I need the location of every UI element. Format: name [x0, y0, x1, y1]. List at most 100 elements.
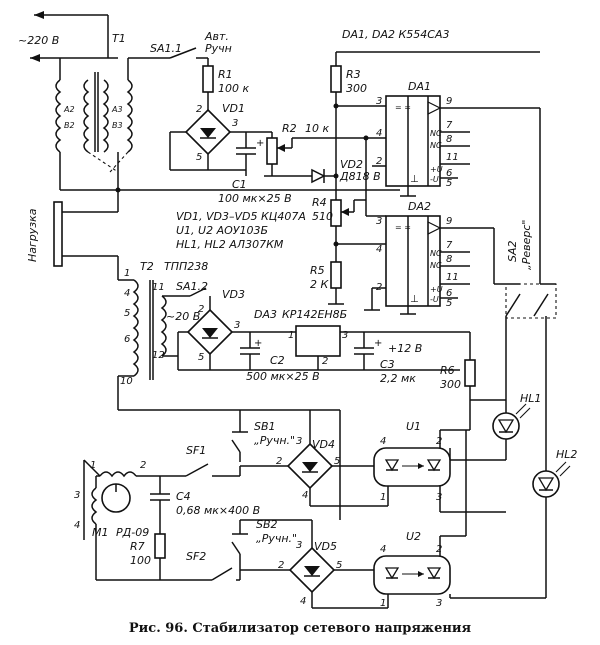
svg-text:4: 4 [302, 490, 308, 501]
svg-text:5: 5 [334, 456, 340, 467]
resistor-r5: R5 2 К [310, 261, 342, 291]
svg-text:+: + [256, 138, 264, 149]
svg-text:NC: NC [430, 249, 442, 258]
svg-text:1: 1 [380, 492, 386, 503]
sf2-ref: SF2 [186, 550, 206, 563]
svg-text:+: + [374, 338, 382, 349]
svg-text:4: 4 [74, 520, 80, 531]
led-hl1: HL1 [450, 392, 541, 461]
svg-text:NC: NC [430, 261, 442, 270]
svg-text:4: 4 [376, 244, 382, 255]
r6-value: 300 [440, 378, 461, 391]
svg-text:NC: NC [430, 141, 442, 150]
r1-value: 100 к [218, 82, 249, 95]
svg-text:+U: +U [430, 285, 443, 294]
c2-ref: C2 [270, 354, 285, 367]
r1-ref: R1 [218, 68, 233, 81]
sa1-2-ref: SA1.2 [176, 280, 208, 293]
c3-ref: C3 [380, 358, 395, 371]
switch-sf2: SF2 [186, 550, 241, 581]
t1-b2-label: B2 [64, 121, 75, 130]
u1-ref: U1 [406, 420, 421, 433]
svg-text:5: 5 [124, 308, 130, 319]
da1-ref: DA1 [408, 80, 431, 93]
sb2-ref: SB2 [256, 518, 278, 531]
t1-label: T1 [112, 32, 126, 45]
switch-sa1-2: SA1.2 [176, 280, 211, 310]
svg-text:3: 3 [74, 490, 80, 501]
c4-ref: C4 [176, 490, 191, 503]
c2-value: 500 мк×25 В [246, 370, 320, 383]
svg-text:9: 9 [446, 96, 452, 107]
r3-ref: R3 [346, 68, 361, 81]
hl2-ref: HL2 [556, 448, 577, 461]
vd3-ref: VD3 [222, 288, 245, 301]
svg-text:2: 2 [276, 456, 282, 467]
potentiometer-r4: R4 510 [312, 196, 354, 227]
optocoupler-u1: U1 4 2 1 3 [310, 400, 506, 513]
svg-text:⊥: ⊥ [410, 294, 419, 305]
svg-text:3: 3 [296, 436, 302, 447]
parts-list-2: U1, U2 АОУ103Б [176, 224, 268, 237]
svg-text:3: 3 [436, 598, 442, 609]
switch-sf1: SF1 [160, 444, 241, 477]
svg-text:+U: +U [430, 165, 443, 174]
svg-text:NC: NC [430, 129, 442, 138]
potentiometer-r2: R2 10 к [245, 122, 386, 177]
da3-type: КР142ЕН8Б [282, 308, 347, 321]
u2-ref: U2 [406, 530, 421, 543]
svg-text:= =: = = [395, 103, 411, 112]
capacitor-c2: + C2 500 мк×25 В [240, 332, 320, 383]
svg-text:3: 3 [234, 320, 240, 331]
r7-ref: R7 [130, 540, 145, 553]
svg-text:8: 8 [446, 134, 452, 145]
svg-text:4: 4 [376, 128, 382, 139]
r3-value: 300 [346, 82, 367, 95]
switch-sa2: SA2 „Реверс" [493, 108, 557, 430]
svg-text:2: 2 [376, 156, 382, 167]
svg-text:6: 6 [446, 168, 452, 179]
transformer-t1: T1 A2 B2 A3 B3 [55, 15, 400, 193]
svg-text:1: 1 [288, 330, 294, 341]
sb2-label: „Ручн." [256, 532, 297, 545]
parts-list: VD1, VD3–VD5 КЦ407А U1, U2 АОУ103Б HL1, … [176, 210, 306, 251]
load: Нагрузка [26, 190, 119, 267]
vd1-ref: VD1 [222, 102, 245, 115]
bridge-vd5: VD5 3 2 5 4 [240, 519, 374, 608]
svg-text:2: 2 [198, 304, 204, 315]
svg-text:3: 3 [376, 216, 382, 227]
load-box [53, 201, 63, 267]
sa1-ref: SA1.1 [150, 42, 182, 55]
parts-list-3: HL1, HL2 АЛ307КМ [176, 238, 284, 251]
da-header: DA1, DA2 К554СА3 [342, 28, 450, 41]
sf1-ref: SF1 [186, 444, 206, 457]
c1-ref: C1 [232, 178, 247, 191]
sb1-label: „Ручн." [254, 434, 295, 447]
vd2-ref: VD2 [340, 158, 363, 171]
vd2-type: Д818 В [339, 170, 381, 183]
da3-out: +12 В [388, 342, 422, 355]
svg-text:2: 2 [278, 560, 284, 571]
sa1-auto-label: Авт. [204, 30, 229, 43]
m1-ref: M1 [92, 526, 109, 539]
svg-text:12: 12 [152, 350, 165, 361]
r4-ref: R4 [312, 196, 327, 209]
t1-b3-label: B3 [112, 121, 123, 130]
svg-text:11: 11 [152, 282, 165, 293]
optocoupler-u2: U2 4 2 1 3 [312, 430, 467, 609]
m1-type: РД-09 [116, 526, 149, 539]
load-label: Нагрузка [26, 208, 39, 262]
button-sb1: SB1 „Ручн." [231, 420, 295, 462]
svg-text:2: 2 [140, 460, 146, 471]
svg-text:8: 8 [446, 254, 452, 265]
svg-text:1: 1 [380, 598, 386, 609]
da2-ref: DA2 [408, 200, 431, 213]
transformer-t2: T2 ТПП238 1 4 5 6 10 11 12 ~20 В [117, 256, 296, 411]
bridge-vd3: VD3 2 3 5 [177, 288, 460, 371]
svg-text:2: 2 [436, 544, 442, 555]
t2-ref: T2 [140, 260, 154, 273]
svg-text:-U: -U [430, 175, 439, 184]
mains-label: ~220 В [18, 34, 59, 47]
bridge-vd4: VD4 3 2 5 4 [240, 410, 364, 506]
